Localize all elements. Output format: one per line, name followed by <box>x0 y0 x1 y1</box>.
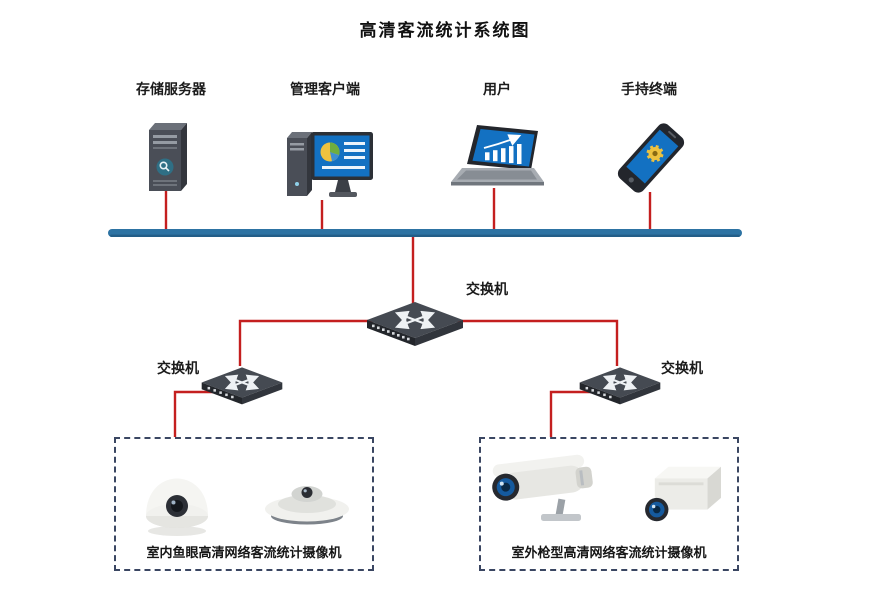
right-switch-label: 交换机 <box>661 360 703 376</box>
bullet-camera-icon <box>489 447 609 533</box>
management-client-icon <box>284 122 378 204</box>
handheld-terminal-icon <box>610 116 692 200</box>
left-switch-icon <box>200 362 284 408</box>
fisheye-dome-camera-icon <box>140 452 214 538</box>
indoor-camera-group: 室内鱼眼高清网络客流统计摄像机 <box>114 437 374 571</box>
diagram-title: 高清客流统计系统图 <box>359 21 531 40</box>
outdoor-group-label: 室外枪型高清网络客流统计摄像机 <box>511 545 707 560</box>
user-laptop-icon <box>448 124 546 192</box>
indoor-group-label: 室内鱼眼高清网络客流统计摄像机 <box>146 545 342 560</box>
user-label: 用户 <box>483 81 511 97</box>
box-camera-icon <box>639 459 729 531</box>
right-switch-icon <box>578 362 662 408</box>
handheld-terminal-label: 手持终端 <box>621 81 677 97</box>
outdoor-camera-group: 室外枪型高清网络客流统计摄像机 <box>479 437 739 571</box>
core-switch-label: 交换机 <box>466 281 508 297</box>
storage-server-label: 存储服务器 <box>136 81 206 97</box>
storage-server-icon <box>142 118 194 196</box>
left-switch-label: 交换机 <box>157 360 199 376</box>
management-client-label: 管理客户端 <box>290 81 360 97</box>
panoramic-camera-icon <box>262 464 352 530</box>
core-switch-icon <box>365 296 465 350</box>
